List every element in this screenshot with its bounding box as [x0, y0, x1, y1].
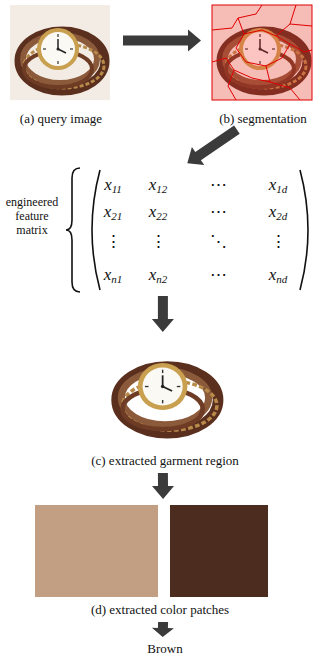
matrix-variable: x [104, 265, 112, 284]
curly-brace [66, 168, 80, 292]
matrix-cell: ⋯ [196, 173, 240, 197]
figure-panel: (a) query image [2, 3, 120, 128]
matrix-variable: x [149, 202, 157, 221]
figure-panel: (b) segmentation [204, 3, 322, 128]
block-arrow [152, 473, 174, 499]
matrix-paren [92, 170, 100, 290]
matrix-index: n1 [111, 273, 122, 285]
matrix-cell: ⋯ [196, 200, 240, 224]
block-arrow [123, 30, 201, 52]
matrix-cell: x21 [91, 200, 135, 224]
matrix-variable: x [269, 202, 277, 221]
matrix-variable: x [149, 265, 157, 284]
axis-label: engineered feature matrix [2, 195, 62, 237]
watch-photo [19, 28, 105, 91]
block-arrow [187, 126, 239, 166]
result-label: Brown [107, 640, 223, 660]
matrix-cell: x22 [136, 200, 180, 224]
matrix-index: n2 [156, 273, 167, 285]
matrix-cell: ⋯ [196, 263, 240, 287]
matrix-index: 2d [276, 210, 287, 222]
matrix-cell: xn1 [91, 263, 135, 287]
matrix-variable: x [149, 175, 157, 194]
matrix-variable: x [104, 202, 112, 221]
color-patch [170, 505, 268, 597]
matrix-cell: xnd [256, 263, 300, 287]
matrix-index: 21 [111, 210, 122, 222]
matrix-paren [300, 170, 308, 290]
photo-ground [212, 5, 312, 100]
figure-caption: (d) extracted color patches [17, 602, 303, 617]
color-patch [35, 505, 158, 597]
matrix-cell: x1d [256, 173, 300, 197]
matrix-index: 11 [112, 183, 122, 195]
garment-cutout [117, 363, 218, 434]
matrix-cell: ⋮ [256, 230, 300, 254]
matrix-cell: x11 [91, 173, 135, 197]
photo-ground [10, 5, 110, 100]
figure-caption: (b) segmentation [204, 111, 322, 126]
matrix-cell: x12 [136, 173, 180, 197]
block-arrow [152, 622, 174, 637]
segment-tint [212, 5, 312, 100]
matrix-cell: ⋱ [196, 230, 240, 254]
result-text: Brown [107, 641, 223, 657]
matrix-index: 1d [276, 183, 287, 195]
figure-caption: (c) extracted garment region [57, 453, 273, 468]
figure-caption: (a) query image [2, 111, 120, 126]
matrix-index: nd [276, 273, 287, 285]
matrix-variable: x [269, 265, 277, 284]
segment-borders [212, 5, 312, 100]
matrix-variable: x [104, 175, 112, 194]
matrix-index: 22 [156, 210, 167, 222]
feature-matrix: engineered feature matrixx11x12⋯x1dx21x2… [2, 165, 320, 293]
figure-panel: (c) extracted garment region [57, 335, 273, 470]
matrix-cell: xn2 [136, 263, 180, 287]
matrix-cell: ⋮ [91, 230, 135, 254]
matrix-cell: x2d [256, 200, 300, 224]
figure-panel: (d) extracted color patches [17, 502, 303, 619]
block-arrow [152, 296, 174, 332]
matrix-index: 12 [156, 183, 167, 195]
matrix-variable: x [269, 175, 277, 194]
matrix-cell: ⋮ [136, 230, 180, 254]
